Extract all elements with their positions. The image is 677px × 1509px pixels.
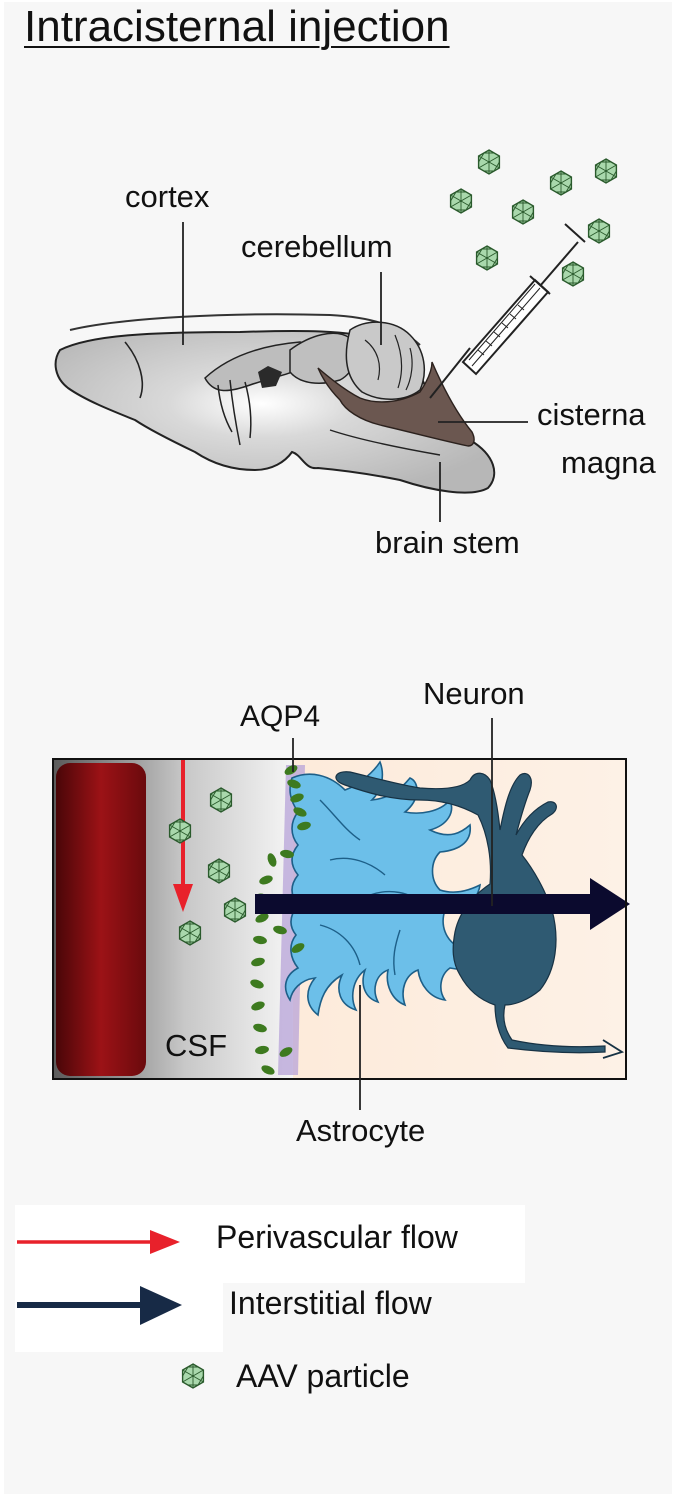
syringe-icon (429, 223, 586, 399)
aav-particle-icon (181, 1363, 205, 1389)
label-cerebellum: cerebellum (241, 229, 393, 264)
legend-label-perivascular: Perivascular flow (216, 1219, 458, 1255)
legend-label-interstitial: Interstitial flow (229, 1285, 432, 1321)
label-csf: CSF (165, 1028, 227, 1063)
legend-row-interstitial-bg (15, 1282, 223, 1352)
label-neuron: Neuron (423, 676, 525, 711)
label-cisterna: cisterna (537, 397, 646, 432)
interstitial-arrow-icon (17, 1286, 182, 1325)
label-cortex: cortex (125, 179, 210, 214)
blood-vessel (56, 763, 146, 1076)
label-astrocyte: Astrocyte (296, 1113, 426, 1148)
label-aqp4: AQP4 (240, 700, 321, 733)
brain-sagittal-illustration (54, 313, 496, 494)
brain-leader-lines (182, 222, 528, 522)
legend-row-perivascular-bg (15, 1205, 525, 1283)
figure-title: Intracisternal injection (24, 2, 450, 51)
legend-label-aav: AAV particle (236, 1358, 410, 1394)
tissue-leader-lines (292, 718, 493, 1110)
label-magna: magna (561, 445, 656, 480)
tissue-diagram (52, 758, 630, 1080)
perivascular-arrow-icon (17, 1230, 180, 1254)
label-brain-stem: brain stem (375, 525, 520, 560)
